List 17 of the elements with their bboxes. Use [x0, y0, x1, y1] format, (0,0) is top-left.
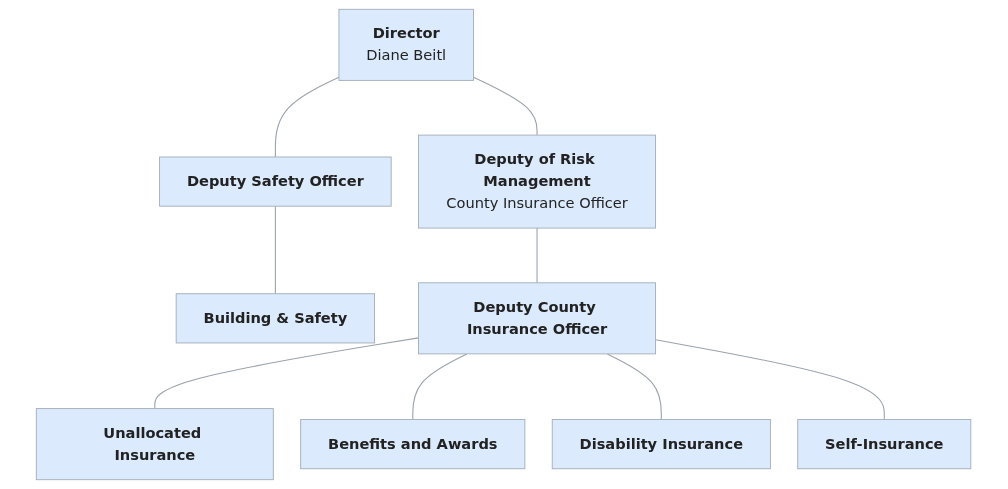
- connector: [536, 227, 539, 284]
- connector: [655, 339, 886, 421]
- node-box: Unallocated Insurance: [36, 408, 275, 481]
- node-box: Building & Safety: [176, 293, 376, 344]
- node-box: Deputy of Risk Management County Insurance Officer: [418, 134, 657, 229]
- node-box: Deputy County Insurance Officer: [418, 282, 657, 355]
- node-box: Deputy Safety Officer: [159, 156, 393, 207]
- connector: [412, 353, 468, 421]
- connector: [473, 76, 539, 136]
- node-box: Benefits and Awards: [300, 419, 526, 470]
- node-box: Director Diane Beitl: [338, 8, 475, 81]
- node-box: Disability Insurance: [552, 419, 772, 470]
- node-box: Self-Insurance: [797, 419, 972, 470]
- connector: [275, 76, 340, 158]
- connector: [154, 337, 420, 410]
- connector: [275, 205, 277, 295]
- connector: [607, 353, 663, 421]
